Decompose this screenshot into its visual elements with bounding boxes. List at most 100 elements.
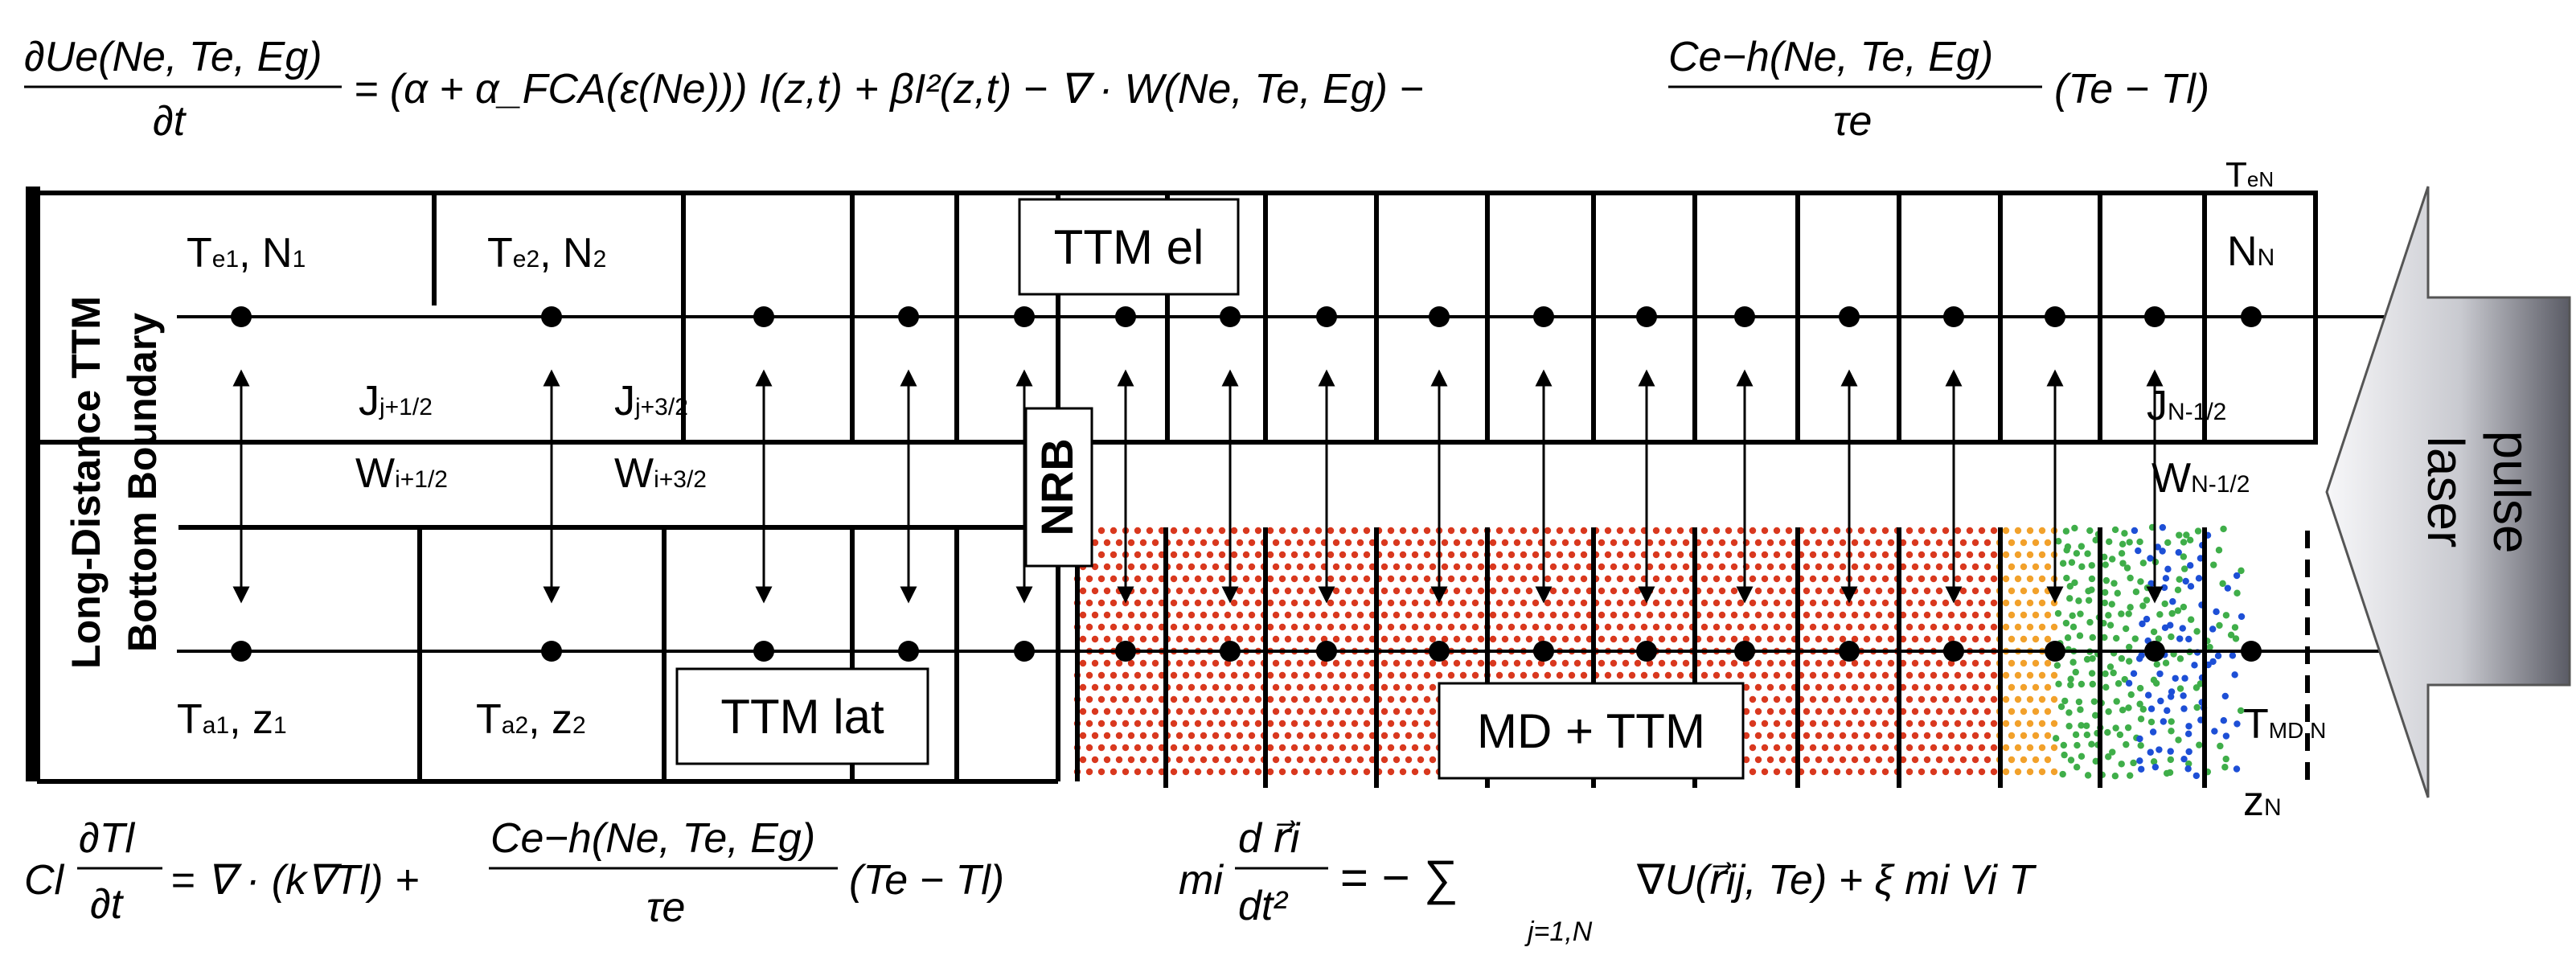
md-atom bbox=[2008, 756, 2016, 764]
md-atom bbox=[2020, 563, 2028, 571]
electron-eq-coupling-numerator: Ce−h(Ne, Te, Eg) bbox=[1668, 34, 1993, 80]
md-atom bbox=[1905, 527, 1914, 535]
md-atom bbox=[1742, 756, 1750, 764]
md-atom bbox=[1646, 659, 1654, 667]
md-atom bbox=[1918, 768, 1926, 776]
md-atom bbox=[1139, 756, 1147, 764]
md-atom bbox=[2112, 724, 2119, 732]
md-atom bbox=[2088, 562, 2095, 569]
md-atom bbox=[2187, 562, 2194, 569]
md-atom bbox=[1230, 768, 1238, 776]
md-atom bbox=[1182, 551, 1190, 559]
md-atom bbox=[1344, 683, 1352, 691]
md-atom bbox=[1194, 623, 1202, 631]
md-atom bbox=[1315, 527, 1323, 535]
md-atom bbox=[1935, 539, 1943, 547]
electron-eq-tail: (Te − Tl) bbox=[2054, 66, 2209, 113]
md-atom bbox=[1127, 659, 1135, 667]
md-atom bbox=[1332, 756, 1340, 764]
label-ta1: Ta1, z1 bbox=[177, 696, 287, 743]
md-atom bbox=[1863, 732, 1871, 740]
md-atom bbox=[1380, 659, 1388, 667]
md-atom bbox=[1863, 683, 1871, 691]
md-atom bbox=[1351, 551, 1359, 559]
md-atom bbox=[1146, 575, 1154, 583]
md-atom bbox=[1966, 695, 1974, 703]
md-atom bbox=[1447, 671, 1455, 679]
md-atom bbox=[2130, 759, 2137, 767]
md-atom bbox=[1447, 623, 1455, 631]
md-atom bbox=[1315, 599, 1323, 607]
md-atom bbox=[2101, 553, 2108, 561]
md-atom bbox=[2183, 531, 2190, 539]
md-atom bbox=[1327, 695, 1335, 703]
md-atom bbox=[1308, 659, 1316, 667]
md-atom bbox=[1302, 575, 1311, 583]
md-atom bbox=[1923, 756, 1931, 764]
md-atom bbox=[1134, 695, 1142, 703]
md-atom bbox=[1809, 575, 1817, 583]
md-atom bbox=[1905, 671, 1914, 679]
md-atom bbox=[2231, 671, 2238, 679]
md-atom bbox=[1212, 587, 1220, 595]
md-atom bbox=[1501, 611, 1509, 619]
md-atom bbox=[1749, 623, 1757, 631]
md-atom bbox=[2002, 527, 2010, 535]
md-atom bbox=[1761, 720, 1769, 728]
md-atom bbox=[2216, 621, 2223, 629]
md-atom bbox=[1248, 587, 1256, 595]
md-atom bbox=[2159, 547, 2166, 555]
md-atom bbox=[1278, 768, 1286, 776]
md-atom bbox=[1785, 768, 1793, 776]
md-atom bbox=[2008, 683, 2016, 691]
md-atom bbox=[2014, 671, 2022, 679]
md-atom bbox=[1978, 720, 1986, 728]
md-atom bbox=[1110, 551, 1118, 559]
md-atom bbox=[1351, 744, 1359, 752]
label-ta2: Ta2, z2 bbox=[476, 696, 586, 743]
md-atom bbox=[1387, 527, 1395, 535]
md-atom bbox=[1218, 551, 1226, 559]
md-atom bbox=[1706, 611, 1714, 619]
md-atom bbox=[1399, 623, 1407, 631]
md-atom bbox=[1983, 756, 1991, 764]
md-atom bbox=[2032, 732, 2040, 740]
md-atom bbox=[1127, 635, 1135, 643]
md-atom bbox=[1272, 707, 1280, 716]
md-atom bbox=[1935, 587, 1943, 595]
md-atom bbox=[2105, 707, 2112, 716]
md-atom bbox=[1441, 635, 1449, 643]
md-atom bbox=[1115, 539, 1123, 547]
md-atom bbox=[1670, 611, 1678, 619]
md-atom bbox=[2184, 765, 2192, 773]
md-atom bbox=[1218, 599, 1226, 607]
md-atom bbox=[2217, 742, 2224, 750]
md-atom bbox=[1411, 599, 1419, 607]
md-ttm-box: MD + TTM bbox=[1438, 682, 1745, 780]
md-atom bbox=[1194, 744, 1202, 752]
md-atom bbox=[1754, 707, 1762, 716]
md-atom bbox=[1676, 599, 1684, 607]
md-atom bbox=[1918, 575, 1926, 583]
md-atom bbox=[1206, 695, 1214, 703]
md-atom bbox=[1713, 623, 1721, 631]
md-atom bbox=[1959, 756, 1967, 764]
md-atom bbox=[2020, 539, 2028, 547]
md-atom bbox=[1766, 683, 1774, 691]
md-atom bbox=[1399, 599, 1407, 607]
md-atom bbox=[1206, 575, 1214, 583]
md-atom bbox=[2180, 565, 2188, 572]
md-atom bbox=[1170, 527, 1178, 535]
md-atom bbox=[1875, 683, 1883, 691]
md-atom bbox=[2191, 662, 2198, 669]
electron-node bbox=[1316, 306, 1337, 327]
md-atom bbox=[1097, 599, 1105, 607]
md-atom bbox=[1713, 551, 1721, 559]
md-atom bbox=[1278, 599, 1286, 607]
nrb-label: NRB bbox=[1032, 438, 1082, 535]
md-atom bbox=[2105, 753, 2112, 761]
md-atom bbox=[1646, 611, 1654, 619]
md-atom bbox=[2131, 527, 2139, 535]
md-atom bbox=[1881, 575, 1889, 583]
